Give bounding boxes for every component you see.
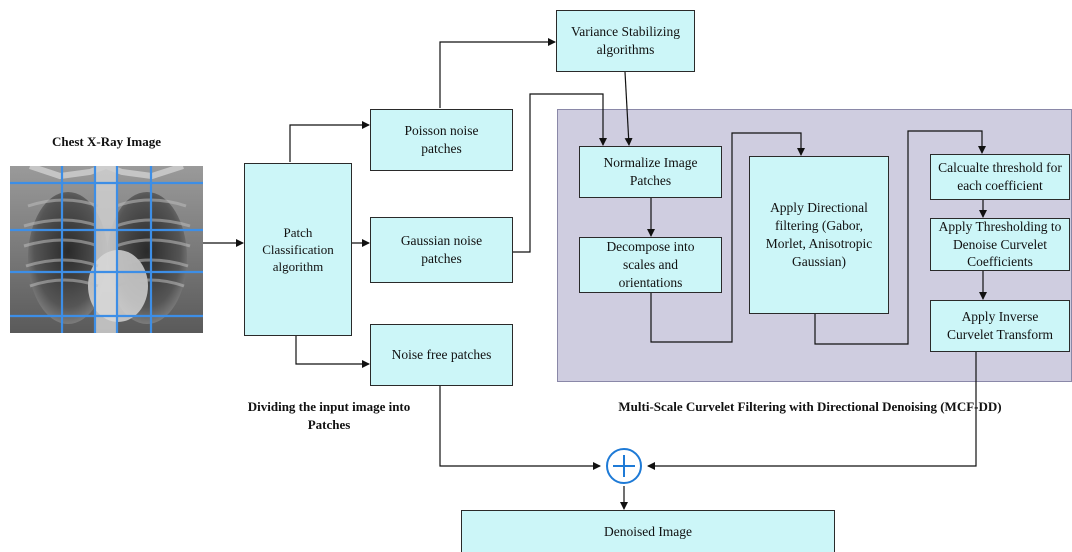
arrow-classification-to-noisefree	[296, 336, 369, 364]
threshold-calc-box: Calcualte threshold for each coefficient	[930, 154, 1070, 200]
gaussian-noise-box: Gaussian noise patches	[370, 217, 513, 283]
poisson-noise-box: Poisson noise patches	[370, 109, 513, 171]
thresholding-box: Apply Thresholding to Denoise Curvelet C…	[930, 218, 1070, 271]
decompose-box: Decompose into scales and orientations	[579, 237, 722, 293]
circle-plus-icon	[605, 447, 643, 485]
denoised-image-box: Denoised Image	[461, 510, 835, 552]
mcf-dd-caption: Multi-Scale Curvelet Filtering with Dire…	[560, 398, 1060, 416]
variance-stabilizing-box: Variance Stabilizing algorithms	[556, 10, 695, 72]
arrow-poisson-to-variance	[440, 42, 555, 108]
noise-free-box: Noise free patches	[370, 324, 513, 386]
dividing-caption: Dividing the input image into Patches	[232, 398, 426, 433]
arrow-variance-to-normalize	[625, 72, 629, 145]
patch-classification-box: Patch Classification algorithm	[244, 163, 352, 336]
inverse-curvelet-box: Apply Inverse Curvelet Transform	[930, 300, 1070, 352]
directional-filtering-box: Apply Directional filtering (Gabor, Morl…	[749, 156, 889, 314]
arrow-classification-to-poisson	[290, 125, 369, 162]
normalize-box: Normalize Image Patches	[579, 146, 722, 198]
